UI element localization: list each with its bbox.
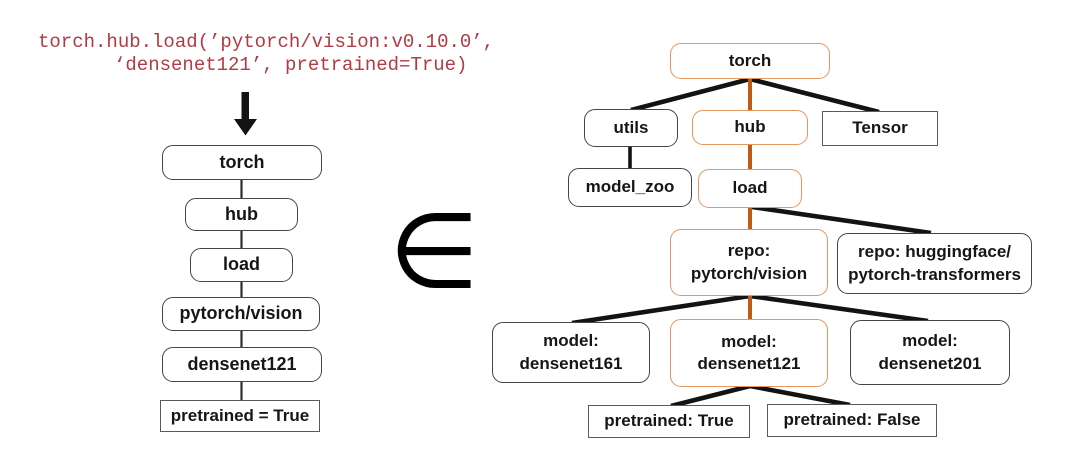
tree-edge-densenet121-pretrained-false [749,383,851,408]
tree-node-torch: torch [670,43,830,79]
chain-node-densenet121: densenet121 [162,347,322,382]
chain-node-load: load [190,248,293,282]
tree-edge-torch-tensor [749,76,880,115]
tree-node-tensor: Tensor [822,111,938,146]
tree-node-repo-pytorch-vision: repo: pytorch/vision [670,229,828,296]
code-line-2: ‘densenet121’, pretrained=True) [114,54,468,76]
tree-node-pretrained-false: pretrained: False [767,404,937,437]
chain-node-pretrained-true: pretrained = True [160,400,320,432]
tree-node-model-densenet161: model: densenet161 [492,322,650,383]
tree-edge-torch-utils [630,76,751,113]
tree-node-model-densenet201: model: densenet201 [850,320,1010,385]
chain-node-torch: torch [162,145,322,180]
tree-node-model-densenet121: model: densenet121 [670,319,828,387]
tree-edge-repo-densenet201 [749,293,929,324]
tree-edge-densenet121-pretrained-true [670,383,751,409]
tree-node-utils: utils [584,109,678,147]
down-arrow-icon [234,92,257,136]
tree-edge-load-huggingface [751,204,932,236]
tree-node-pretrained-true: pretrained: True [588,405,750,438]
tree-node-load: load [698,169,802,208]
tree-edge-repo-densenet161 [571,293,751,326]
element-of-symbol: ∈ [388,190,480,312]
chain-node-pytorch-vision: pytorch/vision [162,297,320,331]
chain-node-hub: hub [185,198,298,231]
code-line-1: torch.hub.load(’pytorch/vision:v0.10.0’, [38,31,495,53]
tree-node-repo-huggingface: repo: huggingface/ pytorch-transformers [837,233,1032,294]
tree-node-model-zoo: model_zoo [568,168,692,207]
tree-node-hub: hub [692,110,808,145]
